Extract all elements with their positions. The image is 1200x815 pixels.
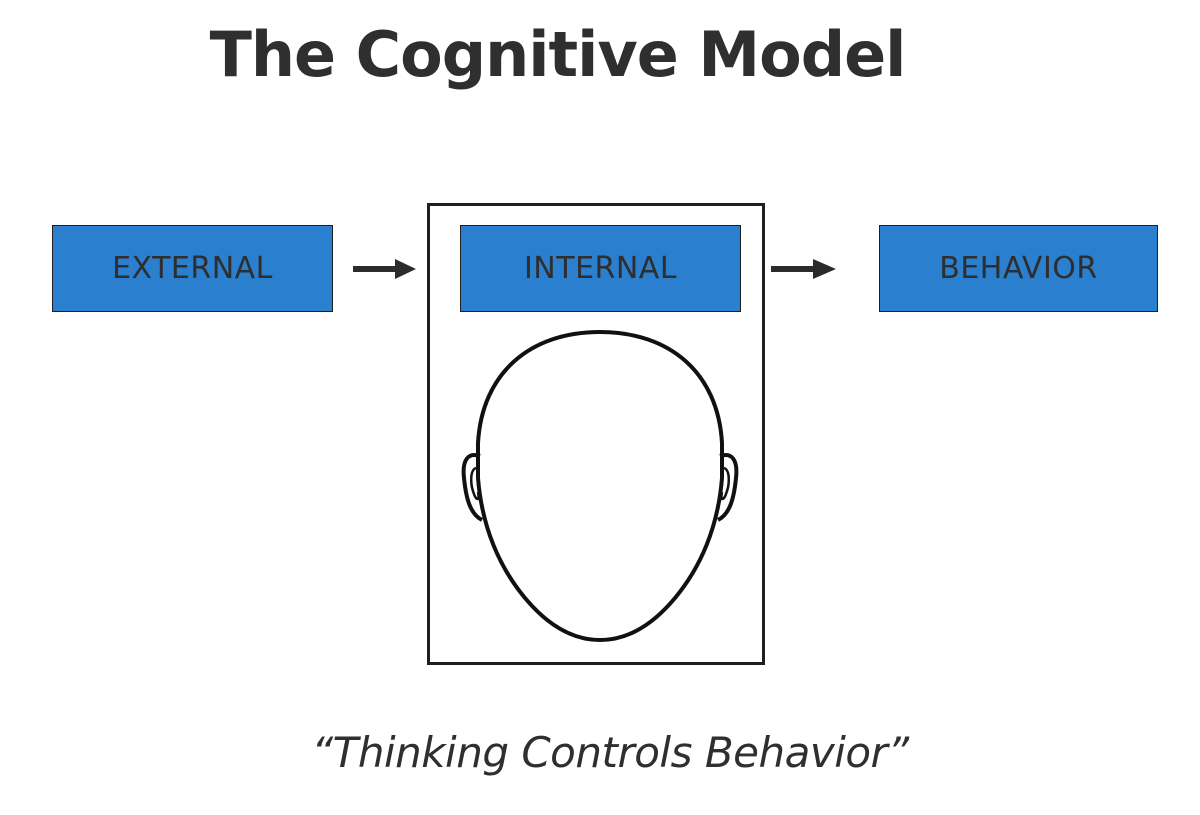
internal-box: INTERNAL bbox=[460, 225, 741, 312]
behavior-label: BEHAVIOR bbox=[939, 251, 1098, 286]
head-outline-icon bbox=[461, 329, 739, 643]
page-title: The Cognitive Model bbox=[209, 18, 907, 91]
caption-quote: “Thinking Controls Behavior” bbox=[311, 728, 909, 777]
right-arrow-icon bbox=[771, 259, 836, 279]
internal-frame bbox=[427, 203, 765, 665]
behavior-box: BEHAVIOR bbox=[879, 225, 1158, 312]
external-label: EXTERNAL bbox=[112, 251, 273, 286]
internal-label: INTERNAL bbox=[523, 251, 678, 286]
external-box: EXTERNAL bbox=[52, 225, 333, 312]
right-arrow-icon bbox=[353, 259, 416, 279]
